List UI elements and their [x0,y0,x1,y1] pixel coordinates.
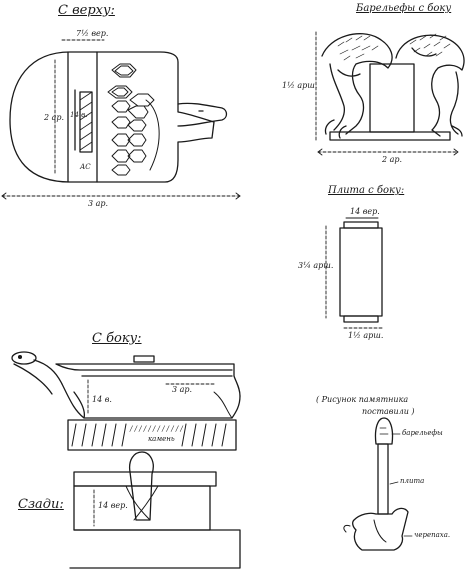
reconstruction-relief-cap [375,418,392,444]
side-view-length-label: 3 ар. [172,385,193,394]
top-view-shell [10,52,214,182]
top-view-bottom-inner-label: АС [80,163,91,171]
side-view-shell-top [56,364,240,396]
reconstruction-title-line1: ( Рисунок памятника [316,395,409,404]
bas-relief-title: Барельефы с боку [356,3,452,14]
top-view-title: С верху: [58,3,115,18]
reconstruction-label-slab: плита [400,477,425,485]
reconstruction-title-line2: поставили ) [362,407,415,416]
slab-bottom-cap [344,316,378,322]
side-view-caption: камень [148,435,175,443]
top-view-height-label: 2 ар. [44,113,65,122]
top-view-inner-label: 14 в. [70,111,88,119]
slab-top-cap [344,222,378,228]
slab-body [340,228,382,316]
side-view-shell-body [62,384,240,418]
slab-bottom-label: 1½ арш. [348,331,384,340]
side-view-height-label: 14 в. [92,395,112,404]
top-view-width-label: 7½ вер. [76,29,109,38]
rear-view-height-label: 14 вер. [98,501,128,510]
top-view-shell-pattern [108,64,159,175]
top-view-head [178,103,227,126]
side-view-sketch [12,352,240,450]
top-view-length-label: 3 ар. [88,199,109,208]
side-view-stone-band [68,420,236,450]
slab-top-label: 14 вер. [350,207,380,216]
rear-view-post [130,452,154,520]
rear-view-upper-block [74,472,216,486]
reconstruction-label-relief: барельефы [402,429,443,437]
bas-relief-width-label: 2 ар. [382,155,403,164]
bas-relief-left-dragon [322,34,392,134]
bas-relief-sketch [316,32,464,155]
slab-height-label: 3¼ арш. [298,261,334,270]
reconstruction-slab [378,444,388,514]
reconstruction-sketch [344,418,412,550]
bas-relief-center-block [370,64,414,132]
top-view-sketch [2,40,240,199]
side-view-hatch-label: / / / / / / / / / / / / [130,425,183,433]
slab-title: Плита с боку: [328,185,405,196]
bas-relief-right-dragon [396,35,464,136]
bas-relief-height-label: 1½ арш. [282,81,318,90]
slab-sketch [326,218,382,328]
reconstruction-label-turtle: черепаха. [414,531,451,539]
side-view-title: С боку: [92,331,142,346]
rear-view-base [70,530,240,568]
rear-view-sketch [70,452,240,568]
reconstruction-turtle [353,508,408,550]
side-view-head [12,352,36,364]
rear-view-title: Сзади: [18,497,64,512]
